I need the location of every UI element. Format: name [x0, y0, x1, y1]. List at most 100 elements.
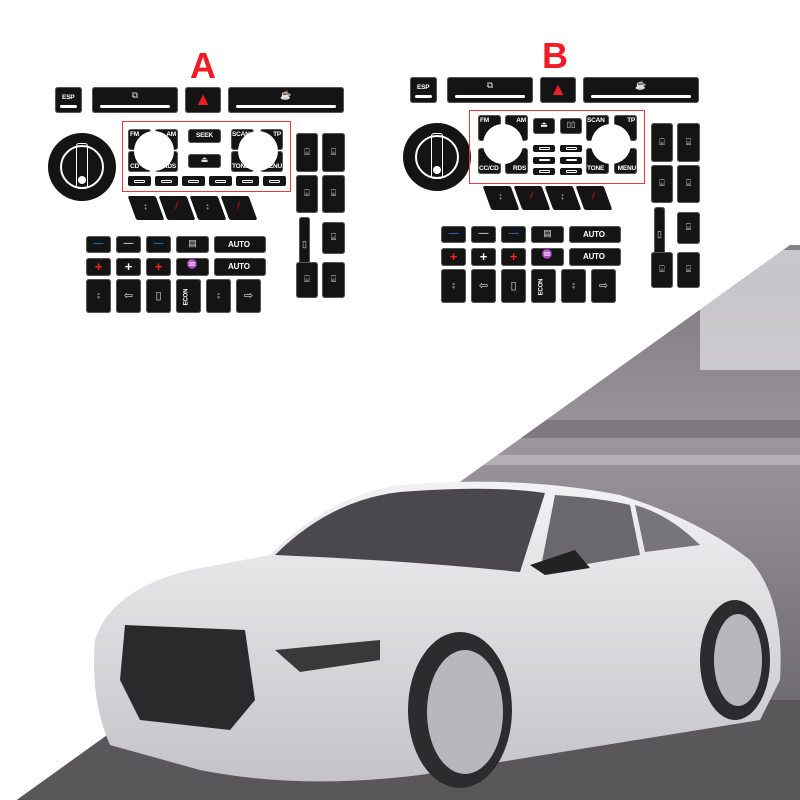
- climate-button[interactable]: ▤: [531, 226, 564, 243]
- econ-label: ECON: [538, 278, 545, 296]
- preset-button[interactable]: [560, 156, 582, 164]
- climate-button[interactable]: +: [146, 258, 171, 276]
- climate-button[interactable]: —: [146, 236, 171, 253]
- seat-button[interactable]: /: [575, 186, 613, 210]
- window-switch-icon: ⌸: [685, 136, 692, 147]
- auto-label: AUTO: [228, 240, 250, 249]
- climate-button[interactable]: ⇨: [591, 269, 616, 303]
- plus-icon: +: [479, 249, 488, 264]
- window-button[interactable]: ▯: [654, 207, 665, 262]
- light-switch-ring: [415, 135, 459, 179]
- eject-button[interactable]: ⏏: [188, 154, 221, 168]
- seat-button[interactable]: ⨟: [127, 196, 165, 220]
- am-button-label: AM: [516, 117, 526, 124]
- window-button[interactable]: ⌸: [677, 212, 700, 244]
- climate-button[interactable]: ▤: [176, 236, 209, 253]
- window-button[interactable]: ⌸: [296, 175, 318, 213]
- knob-cutout-right: [591, 124, 631, 164]
- preset-button[interactable]: [560, 145, 582, 152]
- display-button[interactable]: ⧉: [92, 87, 178, 113]
- climate-button[interactable]: ⨟: [441, 269, 466, 303]
- preset-button[interactable]: [533, 168, 555, 175]
- window-button[interactable]: ⌸: [322, 262, 345, 298]
- seat-button[interactable]: /: [220, 196, 258, 220]
- window-button[interactable]: ⌸: [651, 252, 673, 288]
- preset-button[interactable]: [182, 176, 205, 186]
- seat-button[interactable]: ⨟: [482, 186, 520, 210]
- preset-button[interactable]: [533, 156, 555, 164]
- preset-button[interactable]: [263, 176, 286, 186]
- window-button[interactable]: ⌸: [322, 222, 345, 254]
- hazard-button[interactable]: ▲: [540, 77, 576, 103]
- window-button[interactable]: ⌸: [296, 133, 318, 172]
- climate-button[interactable]: ⨟: [561, 269, 586, 303]
- climate-button[interactable]: ⇨: [236, 279, 261, 313]
- preset-button[interactable]: [128, 176, 151, 186]
- knob-cutout-left: [134, 131, 174, 171]
- seat-button[interactable]: ⨟: [544, 186, 582, 210]
- window-switch-icon: ⌸: [685, 264, 692, 274]
- window-button[interactable]: ⌸: [296, 262, 318, 298]
- cupholder-button[interactable]: ☕: [583, 77, 699, 103]
- climate-button[interactable]: +: [441, 248, 466, 266]
- window-button[interactable]: ⌸: [651, 123, 673, 162]
- climate-button[interactable]: +: [116, 258, 141, 276]
- hazard-button[interactable]: ▲: [185, 87, 221, 113]
- climate-button[interactable]: ECON: [531, 269, 556, 303]
- climate-button[interactable]: ♒: [176, 258, 209, 276]
- arrow-left-icon: ⇦: [123, 290, 134, 302]
- window-button[interactable]: ⌸: [677, 123, 700, 162]
- cupholder-icon: ☕: [280, 90, 292, 100]
- climate-button[interactable]: —: [501, 226, 526, 243]
- light-dial-dot: [433, 166, 441, 174]
- climate-button[interactable]: ⨟: [86, 279, 111, 313]
- esp-button[interactable]: ESP: [410, 77, 437, 103]
- esp-button[interactable]: ESP: [55, 87, 82, 113]
- climate-button[interactable]: AUTO: [214, 236, 266, 253]
- climate-button[interactable]: +: [471, 248, 496, 266]
- cupholder-icon: ☕: [635, 80, 647, 90]
- climate-button[interactable]: ⇦: [116, 279, 141, 313]
- window-button[interactable]: ⌸: [322, 133, 345, 172]
- climate-button[interactable]: —: [116, 236, 141, 253]
- preset-button[interactable]: [560, 168, 582, 175]
- seat-button[interactable]: ⨟: [189, 196, 227, 220]
- auto-label: AUTO: [583, 230, 605, 239]
- tp-button-label: TP: [627, 117, 635, 124]
- window-button[interactable]: ⌸: [322, 175, 345, 213]
- preset-button[interactable]: [155, 176, 178, 186]
- preset-button[interactable]: [533, 145, 555, 152]
- rds-button-label: RDS: [162, 163, 176, 170]
- seat-button[interactable]: /: [158, 196, 196, 220]
- window-button[interactable]: ⌸: [677, 252, 700, 288]
- display-button[interactable]: ⧉: [447, 77, 533, 103]
- climate-button[interactable]: —: [471, 226, 496, 243]
- indicator-bar: [455, 95, 525, 98]
- eject-button[interactable]: ⏏: [533, 118, 555, 134]
- cd-changer-button[interactable]: ▯▯: [560, 118, 582, 134]
- window-button[interactable]: ▯: [299, 217, 310, 272]
- cupholder-button[interactable]: ☕: [228, 87, 344, 113]
- climate-button[interactable]: ▯: [501, 269, 526, 303]
- climate-button[interactable]: AUTO: [214, 258, 266, 276]
- preset-button[interactable]: [236, 176, 259, 186]
- seat-button[interactable]: /: [513, 186, 551, 210]
- seat-heat-icon: ⨟: [560, 191, 564, 202]
- climate-button[interactable]: AUTO: [569, 248, 621, 266]
- preset-button[interactable]: [209, 176, 232, 186]
- window-button[interactable]: ⌸: [651, 165, 673, 203]
- climate-button[interactable]: AUTO: [569, 226, 621, 243]
- climate-button[interactable]: —: [441, 226, 466, 243]
- climate-button[interactable]: +: [86, 258, 111, 276]
- fm-button-label: FM: [480, 117, 489, 124]
- climate-button[interactable]: —: [86, 236, 111, 253]
- window-button[interactable]: ⌸: [677, 165, 700, 203]
- climate-button[interactable]: ECON: [176, 279, 201, 313]
- climate-button[interactable]: ⇦: [471, 269, 496, 303]
- climate-button[interactable]: ♒: [531, 248, 564, 266]
- climate-button[interactable]: ⨟: [206, 279, 231, 313]
- climate-button[interactable]: +: [501, 248, 526, 266]
- cc-cd-button-label: CC/CD: [479, 165, 499, 172]
- climate-button[interactable]: ▯: [146, 279, 171, 313]
- seek-button[interactable]: SEEK: [188, 129, 221, 143]
